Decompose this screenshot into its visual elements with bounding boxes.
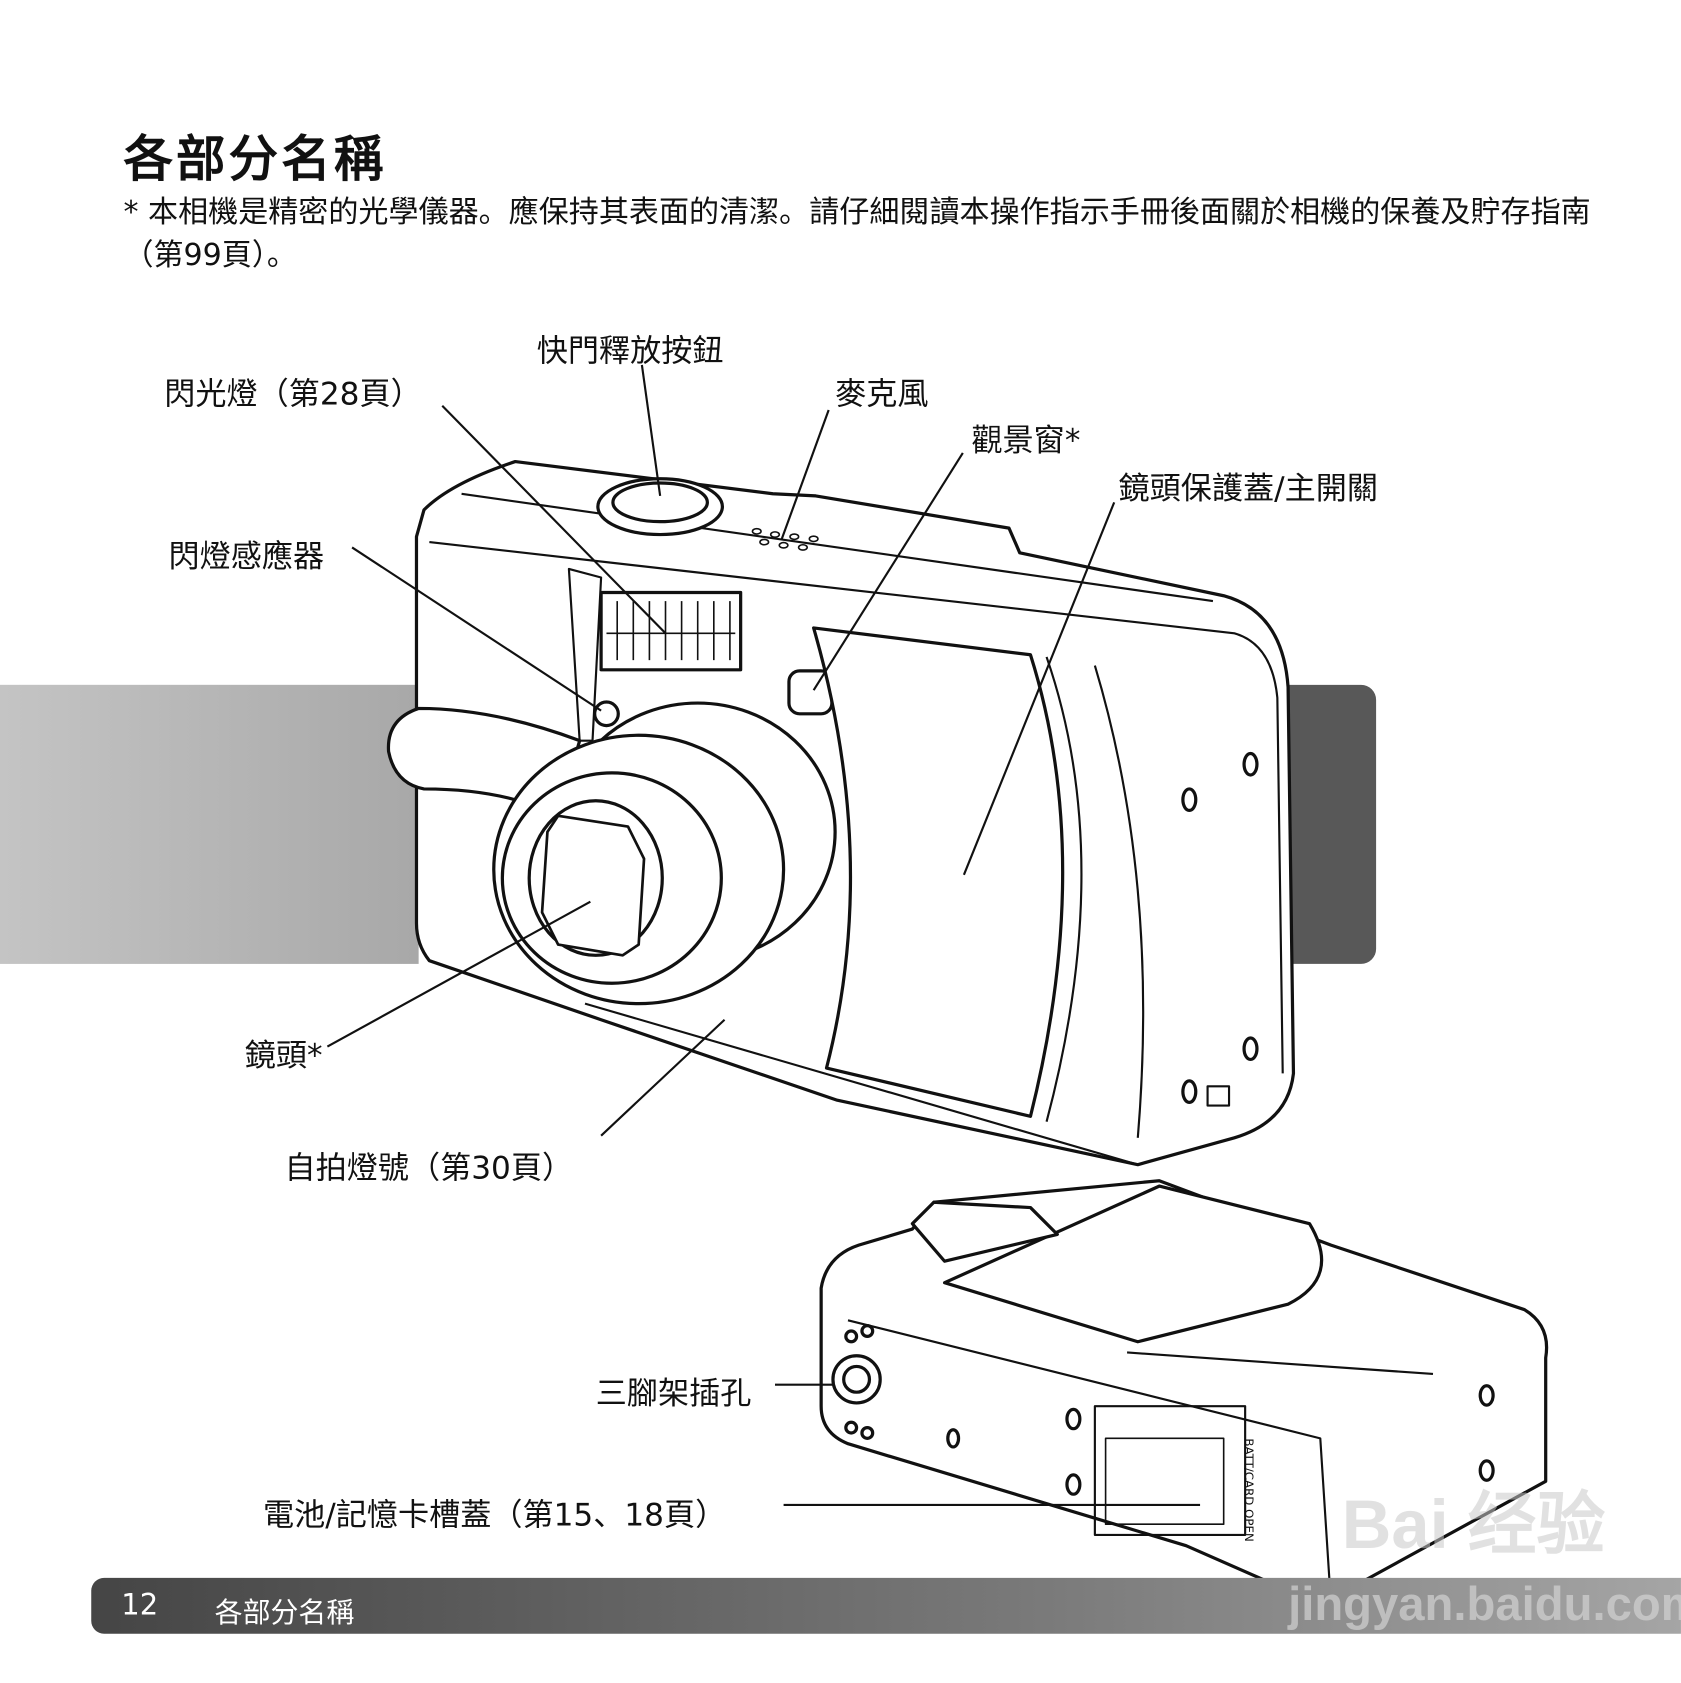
- batt-card-open-print: BATT/CARD OPEN: [1242, 1438, 1256, 1541]
- watermark-url: jingyan.baidu.com: [1288, 1577, 1681, 1631]
- label-lens-cover: 鏡頭保護蓋/主開關: [1118, 470, 1379, 507]
- page-title: 各部分名稱: [123, 129, 387, 188]
- side-band-right: [1288, 684, 1377, 964]
- label-viewfinder: 觀景窗*: [971, 421, 1081, 459]
- label-battery-cover: 電池/記憶卡槽蓋（第15、18頁）: [262, 1496, 727, 1533]
- flash-sensor: [593, 700, 620, 728]
- leader-lines: [326, 364, 1201, 1506]
- care-note: * 本相機是精密的光學儀器。應保持其表面的清潔。請仔細閱讀本操作指示手冊後面關於…: [123, 194, 1591, 273]
- label-self-timer: 自拍燈號（第30頁）: [284, 1149, 574, 1187]
- shutter-button: [596, 477, 725, 537]
- side-band-left: [0, 684, 419, 964]
- label-tripod-socket: 三腳架插孔: [595, 1375, 752, 1412]
- watermark-logo: Bai 经验: [1341, 1485, 1606, 1563]
- microphone-holes: [751, 527, 819, 551]
- page-number: 12: [121, 1588, 159, 1622]
- label-flash: 閃光燈（第28頁）: [164, 375, 422, 413]
- footer-section-title: 各部分名稱: [214, 1597, 355, 1630]
- label-flash-sensor: 閃燈感應器: [168, 537, 325, 575]
- lens-glass: [540, 814, 646, 957]
- flash-window: [599, 590, 743, 672]
- tripod-socket: [831, 1354, 882, 1405]
- page-footer: 12 各部分名稱: [91, 1577, 1681, 1634]
- battery-cover: [1093, 1405, 1247, 1537]
- label-shutter-release: 快門釋放按鈕: [536, 332, 724, 370]
- label-microphone: 麥克風: [835, 375, 929, 413]
- label-lens: 鏡頭*: [244, 1036, 323, 1074]
- lens-cover: [812, 626, 1065, 1118]
